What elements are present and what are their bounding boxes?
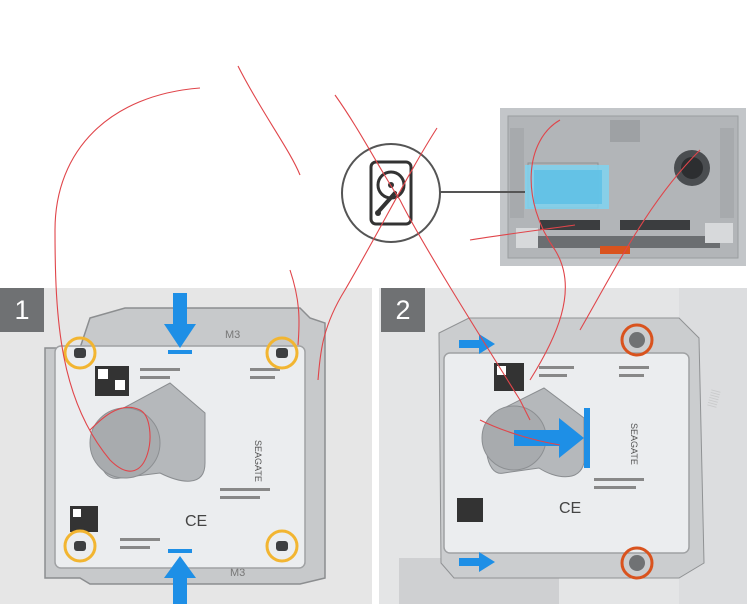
right-arrow-icon xyxy=(459,552,495,572)
highlight-ring-icon xyxy=(265,529,299,563)
install-drive-illustration: ||||||| SEAGATE CE xyxy=(379,288,747,604)
highlight-ring-icon xyxy=(63,529,97,563)
chassis-illustration xyxy=(500,108,746,266)
brand-logo: SEAGATE xyxy=(629,423,639,465)
ce-mark: CE xyxy=(559,500,581,517)
hard-drive-bracket-illustration: M3 M3 SEAGATE CE xyxy=(44,293,326,604)
step-2-panel: 2 ||||||| SEAGATE CE xyxy=(379,288,747,604)
system-overview-image xyxy=(500,108,746,266)
svg-text:|||||||: ||||||| xyxy=(706,388,721,408)
highlight-ring-icon xyxy=(265,336,299,370)
callout-connector xyxy=(439,191,525,193)
up-arrow-icon xyxy=(164,556,196,604)
magnifier-callout xyxy=(341,143,441,243)
step-1-panel: 1 M3 M3 SEAGATE CE xyxy=(0,288,372,604)
hard-drive-icon xyxy=(369,160,413,226)
brand-logo: SEAGATE xyxy=(253,440,263,482)
step-number-badge: 2 xyxy=(381,288,425,332)
step-number-badge: 1 xyxy=(0,288,44,332)
bracket-mark-bottom: M3 xyxy=(230,567,245,579)
bracket-mark-top: M3 xyxy=(225,329,240,341)
screw-icon xyxy=(620,546,654,580)
qr-code xyxy=(457,498,483,522)
ce-mark: CE xyxy=(185,513,207,530)
